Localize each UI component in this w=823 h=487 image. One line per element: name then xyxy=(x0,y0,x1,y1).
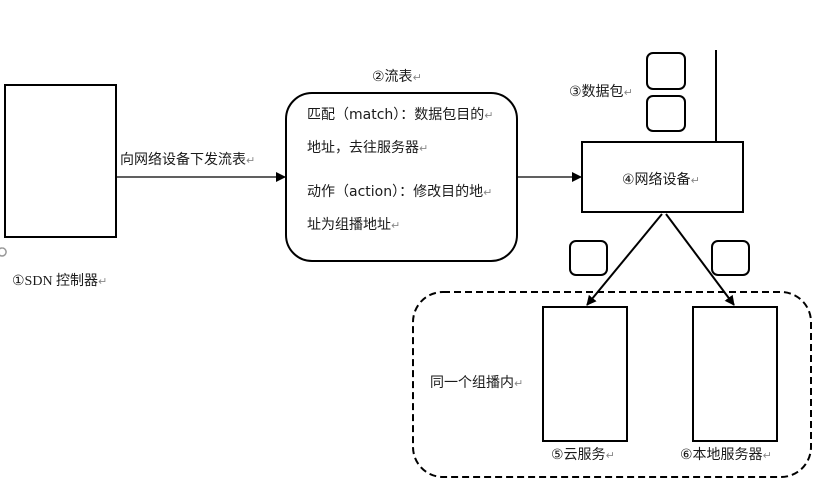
local-server-label: ⑥本地服务器↵ xyxy=(680,446,772,465)
edge-label-send-flowtable: 向网络设备下发流表↵ xyxy=(120,151,255,170)
packet-box-4[interactable] xyxy=(711,240,750,276)
flowtable-action-text: 动作（action）：修改目的地 xyxy=(307,184,484,200)
flowtable-action-cont-text: 址为组播地址 xyxy=(307,217,391,233)
network-device-label-text: ④网络设备 xyxy=(622,172,691,188)
packets-label: ③数据包↵ xyxy=(569,83,633,102)
flowtable-line-3: 动作（action）：修改目的地↵ xyxy=(307,183,492,202)
paragraph-mark: ↵ xyxy=(484,109,494,122)
paragraph-mark: ↵ xyxy=(514,377,524,390)
cloud-service-label-text: ⑤云服务 xyxy=(551,447,606,463)
flowtable-line-4: 址为组播地址↵ xyxy=(307,216,400,235)
flowtable-match-text: 匹配（match）：数据包目的 xyxy=(307,107,485,123)
flowtable-line-2: 地址，去往服务器↵ xyxy=(307,139,428,158)
controller-label-text: ①SDN 控制器 xyxy=(12,274,99,289)
paragraph-mark: ↵ xyxy=(98,276,108,288)
multicast-group-label: 同一个组播内↵ xyxy=(430,374,523,393)
packet-box-2[interactable] xyxy=(646,95,686,132)
paragraph-mark: ↵ xyxy=(391,219,401,232)
arrow-device-to-cloud[interactable] xyxy=(586,213,663,306)
local-server-box[interactable] xyxy=(692,306,778,442)
network-device-label: ④网络设备↵ xyxy=(622,171,700,190)
paragraph-mark: ↵ xyxy=(412,71,422,84)
flowtable-title-text: ②流表 xyxy=(372,69,413,85)
multicast-group-label-text: 同一个组播内 xyxy=(430,375,514,391)
sdn-controller-box[interactable] xyxy=(4,84,117,238)
local-server-label-text: ⑥本地服务器 xyxy=(680,447,763,463)
cloud-service-label: ⑤云服务↵ xyxy=(551,446,615,465)
network-device-box[interactable] xyxy=(581,141,744,213)
paragraph-mark: ↵ xyxy=(419,142,429,155)
flowtable-title: ②流表↵ xyxy=(372,68,422,87)
controller-handle-mark xyxy=(0,247,7,257)
flowtable-line-1: 匹配（match）：数据包目的↵ xyxy=(307,106,494,125)
packet-box-1[interactable] xyxy=(646,52,686,90)
paragraph-mark: ↵ xyxy=(605,449,615,462)
edge-label-text: 向网络设备下发流表 xyxy=(120,152,246,168)
paragraph-mark: ↵ xyxy=(246,154,256,167)
flowtable-match-cont-text: 地址，去往服务器 xyxy=(307,140,419,156)
paragraph-mark: ↵ xyxy=(623,86,633,99)
arrow-device-to-local[interactable] xyxy=(665,213,735,306)
multicast-group-boundary[interactable] xyxy=(412,291,812,478)
paragraph-mark: ↵ xyxy=(762,449,772,462)
cloud-service-box[interactable] xyxy=(542,306,628,442)
controller-label: ①SDN 控制器↵ xyxy=(12,273,107,291)
paragraph-mark: ↵ xyxy=(483,186,493,199)
packet-box-3[interactable] xyxy=(569,240,608,276)
paragraph-mark: ↵ xyxy=(690,174,700,187)
packets-label-text: ③数据包 xyxy=(569,84,624,100)
